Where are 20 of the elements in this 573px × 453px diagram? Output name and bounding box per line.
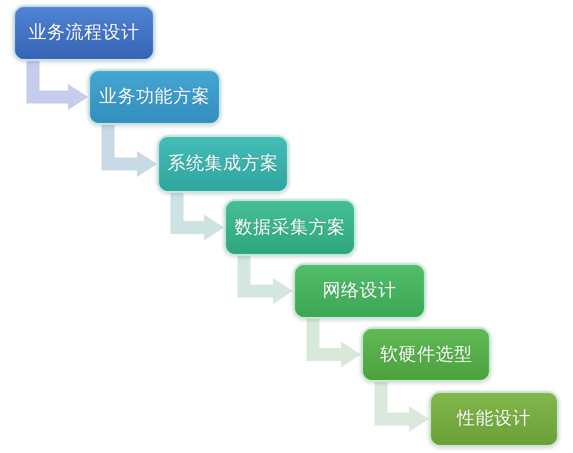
process-box [361, 327, 491, 382]
step-label: 网络设计 [322, 280, 396, 302]
bent-arrow [102, 125, 157, 177]
process-box [224, 199, 356, 256]
process-box [13, 5, 155, 61]
step-label: 性能设计 [457, 408, 531, 430]
step-label: 软硬件选型 [380, 344, 472, 366]
step-label: 系统集成方案 [168, 153, 278, 175]
bent-arrow [238, 256, 293, 304]
bent-arrow [26, 61, 88, 110]
bent-arrow [306, 319, 361, 368]
bent-arrow [170, 193, 224, 240]
step-label: 业务流程设计 [28, 22, 140, 44]
process-box [293, 263, 426, 319]
process-box [429, 391, 559, 447]
process-box [88, 69, 221, 125]
step-label: 业务功能方案 [99, 86, 210, 108]
bent-arrow [374, 382, 429, 432]
step-label: 数据采集方案 [234, 216, 346, 238]
process-box [157, 135, 289, 193]
